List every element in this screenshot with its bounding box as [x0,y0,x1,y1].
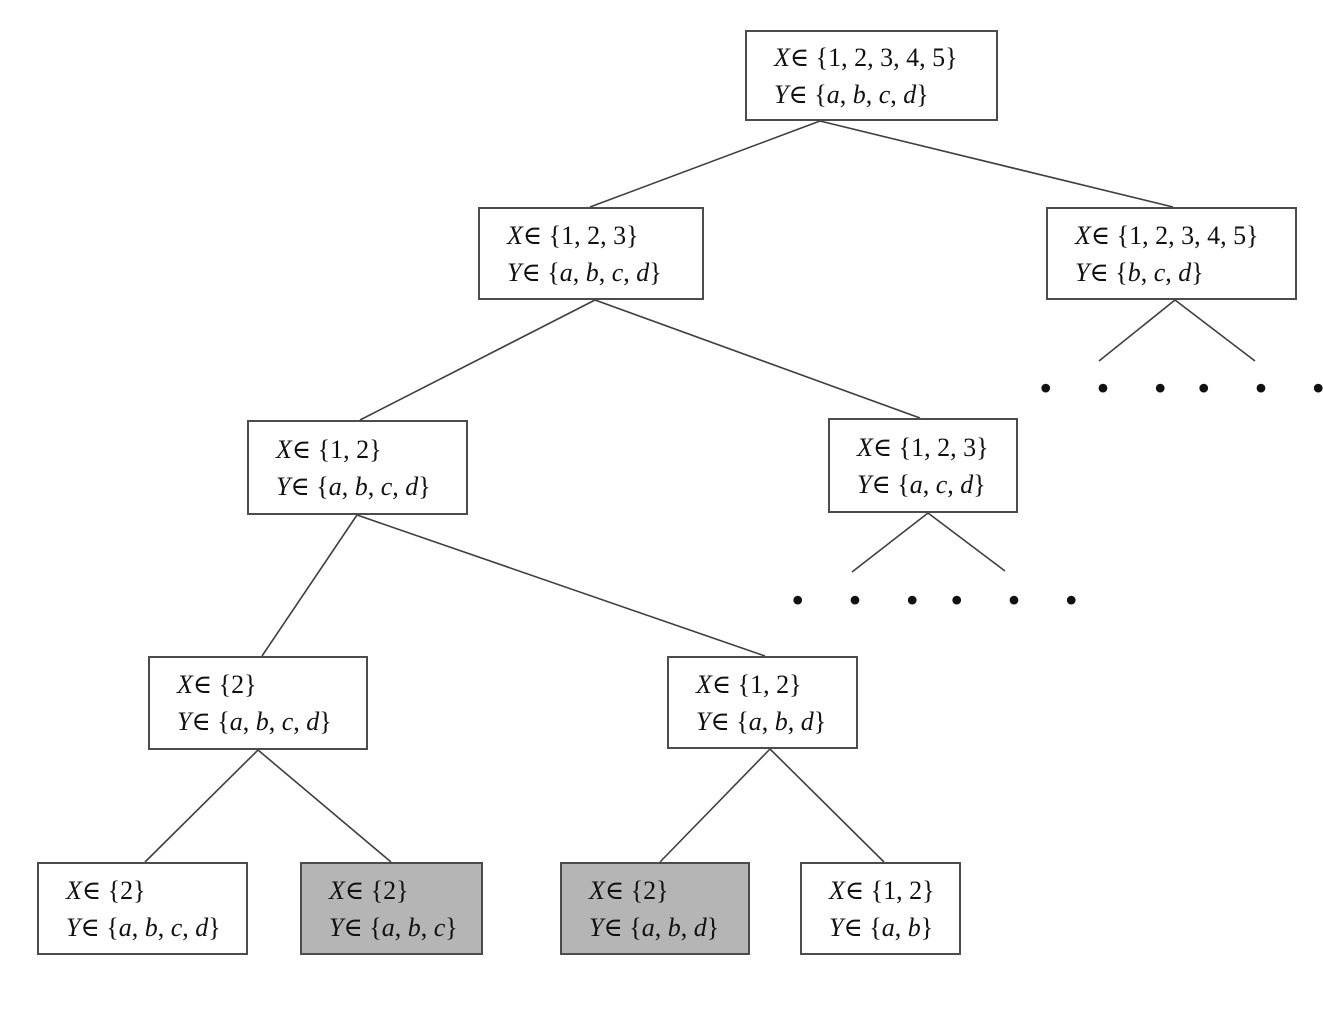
node-constraint-x: X∈ {1, 2, 3} [507,220,639,250]
node-constraint-y: Y∈ {a, b} [829,912,934,942]
node-constraint-y: Y∈ {b, c, d} [1075,257,1204,287]
tree-node-leaf-1: X∈ {2} Y∈ {a, b, c, d} [37,862,248,955]
node-constraint-y: Y∈ {a, b, c, d} [66,912,221,942]
tree-node-leaf-3-highlighted: X∈ {2} Y∈ {a, b, d} [560,862,750,955]
tree-node-leaf-4: X∈ {1, 2} Y∈ {a, b} [800,862,961,955]
tree-edge [594,299,921,419]
tree-node-n11: X∈ {1, 2} Y∈ {a, b, c, d} [247,420,468,515]
tree-node-n111: X∈ {2} Y∈ {a, b, c, d} [148,656,368,750]
node-constraint-y: Y∈ {a, b, d} [696,706,827,736]
ellipsis-dots: • • • [1194,372,1323,408]
node-constraint-x: X∈ {2} [589,875,669,905]
node-constraint-y: Y∈ {a, c, d} [857,469,986,499]
tree-edge [257,749,392,863]
ellipsis-dots: • • • [788,584,937,620]
tree-edge [769,748,885,863]
tree-edge [261,514,358,657]
tree-node-n112: X∈ {1, 2} Y∈ {a, b, d} [667,656,858,749]
tree-edge [819,120,1174,208]
tree-edge [927,512,1006,572]
tree-node-n12: X∈ {1, 2, 3} Y∈ {a, c, d} [828,418,1018,513]
tree-node-n2: X∈ {1, 2, 3, 4, 5} Y∈ {b, c, d} [1046,207,1297,300]
tree-edge [659,748,771,863]
node-constraint-x: X∈ {1, 2, 3} [857,432,989,462]
tree-node-root: X∈ {1, 2, 3, 4, 5} Y∈ {a, b, c, d} [745,30,998,121]
node-constraint-y: Y∈ {a, b, c} [329,912,458,942]
node-constraint-y: Y∈ {a, b, c, d} [177,707,332,736]
tree-edge [356,514,766,657]
tree-edge [1174,299,1256,362]
node-constraint-y: Y∈ {a, b, d} [589,912,720,942]
ellipsis-dots: • • • [1036,372,1185,408]
node-constraint-y: Y∈ {a, b, c, d} [507,257,662,287]
tree-edge [589,120,821,208]
node-constraint-y: Y∈ {a, b, c, d} [774,79,929,109]
tree-edge [1098,299,1176,362]
tree-node-leaf-2-highlighted: X∈ {2} Y∈ {a, b, c} [300,862,483,955]
tree-edge [851,512,929,573]
node-constraint-x: X∈ {2} [66,875,146,905]
tree-edge [359,299,596,421]
node-constraint-x: X∈ {1, 2, 3, 4, 5} [774,42,958,72]
node-constraint-x: X∈ {1, 2} [829,875,935,905]
node-constraint-x: X∈ {1, 2} [696,669,802,699]
tree-node-n1: X∈ {1, 2, 3} Y∈ {a, b, c, d} [478,207,704,300]
node-constraint-x: X∈ {1, 2} [276,434,382,464]
node-constraint-y: Y∈ {a, b, c, d} [276,471,431,501]
node-constraint-x: X∈ {2} [177,670,257,699]
node-constraint-x: X∈ {2} [329,875,409,905]
tree-edge [144,749,259,863]
node-constraint-x: X∈ {1, 2, 3, 4, 5} [1075,220,1259,250]
ellipsis-dots: • • • [947,584,1096,620]
